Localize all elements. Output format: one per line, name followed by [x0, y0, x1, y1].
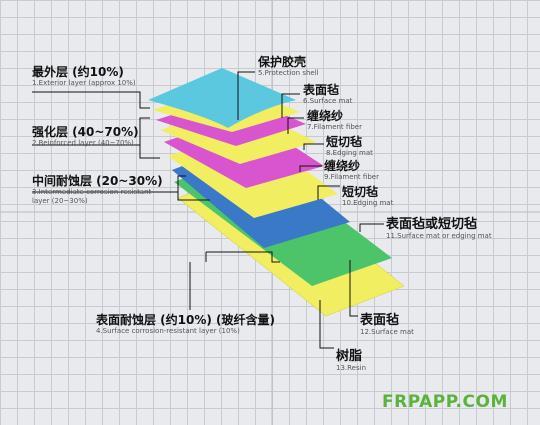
label-edging-10: 短切毡 10.Edging mat — [342, 185, 394, 207]
label-filament-9: 缠绕纱 9.Filament fiber — [324, 159, 379, 181]
label-resin-13: 树脂 13.Resin — [336, 349, 367, 372]
label-protection-shell: 保护胶壳 5.Protection shell — [258, 55, 319, 77]
label-surface-corrosion: 表面耐蚀层 (约10%) (玻纤含量) 4.Surface corrosion-… — [96, 313, 276, 335]
left-brackets — [32, 91, 280, 310]
label-edging-8: 短切毡 8.Edging mat — [326, 135, 373, 157]
layer-protection-shell — [148, 68, 296, 128]
label-filament-7: 缠绕纱 7.Filament fiber — [307, 109, 362, 131]
right-leaders — [237, 71, 384, 349]
label-intermediate: 中间耐蚀层 (20~30%) 3.Intermediate corrosion-… — [32, 174, 163, 205]
label-exterior: 最外层 (约10%) 1.Exterior layer (approx 10%) — [32, 65, 136, 87]
label-surface-or-edging-11: 表面毡或短切毡 11.Surface mat or edging mat — [386, 217, 492, 240]
label-surface-mat-6: 表面毡 6.Surface mat — [303, 83, 353, 105]
watermark-logo: FRPAPP.COM — [382, 392, 508, 412]
label-reinforced: 强化层 (40~70%) 2.Reinforced layer (40~70%) — [32, 125, 139, 147]
label-surface-mat-12: 表面毡 12.Surface mat — [360, 313, 414, 336]
